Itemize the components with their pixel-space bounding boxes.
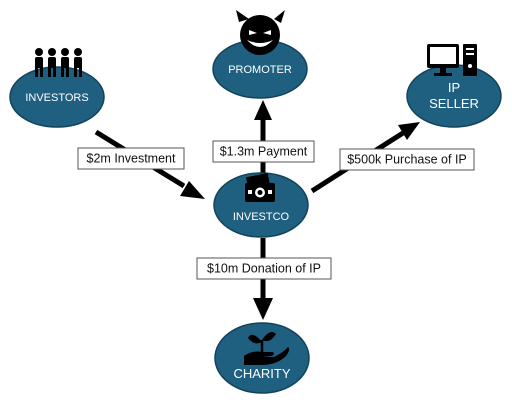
arrowhead-donation xyxy=(253,298,273,320)
node-promoter-label: PROMOTER xyxy=(228,64,292,76)
node-ip-seller-label-line1: IP xyxy=(448,80,460,95)
arrowhead-payment xyxy=(254,100,272,120)
node-investors-label: INVESTORS xyxy=(25,92,88,104)
node-ip-seller-label-line2: SELLER xyxy=(429,96,479,111)
edge-label-purchase: $500k Purchase of IP xyxy=(339,148,475,171)
node-charity-label: CHARITY xyxy=(233,366,290,381)
svg-text:$10m Donation of IP: $10m Donation of IP xyxy=(207,261,321,275)
node-promoter: PROMOTER xyxy=(212,39,308,99)
desktop-computer-icon xyxy=(427,44,477,76)
people-group-icon xyxy=(35,48,82,77)
edge-label-donation: $10m Donation of IP xyxy=(196,257,332,280)
node-investco-label: INVESTCO xyxy=(233,211,290,223)
devil-face-icon xyxy=(236,10,285,55)
hand-plant-icon xyxy=(244,332,290,365)
edge-payment xyxy=(254,100,272,176)
arrowhead-purchase xyxy=(398,122,420,140)
edge-label-investment: $2m Investment xyxy=(77,147,185,170)
arrowhead-investment xyxy=(180,181,205,199)
svg-text:$1.3m Payment: $1.3m Payment xyxy=(220,144,308,158)
money-icon xyxy=(245,172,275,202)
svg-text:$500k Purchase of IP: $500k Purchase of IP xyxy=(347,152,467,166)
node-investors: INVESTORS xyxy=(9,66,105,128)
edge-label-payment: $1.3m Payment xyxy=(212,140,315,163)
svg-text:$2m Investment: $2m Investment xyxy=(87,151,176,165)
node-investco: INVESTCO xyxy=(213,172,309,238)
node-ip-seller: IP SELLER xyxy=(406,64,502,128)
